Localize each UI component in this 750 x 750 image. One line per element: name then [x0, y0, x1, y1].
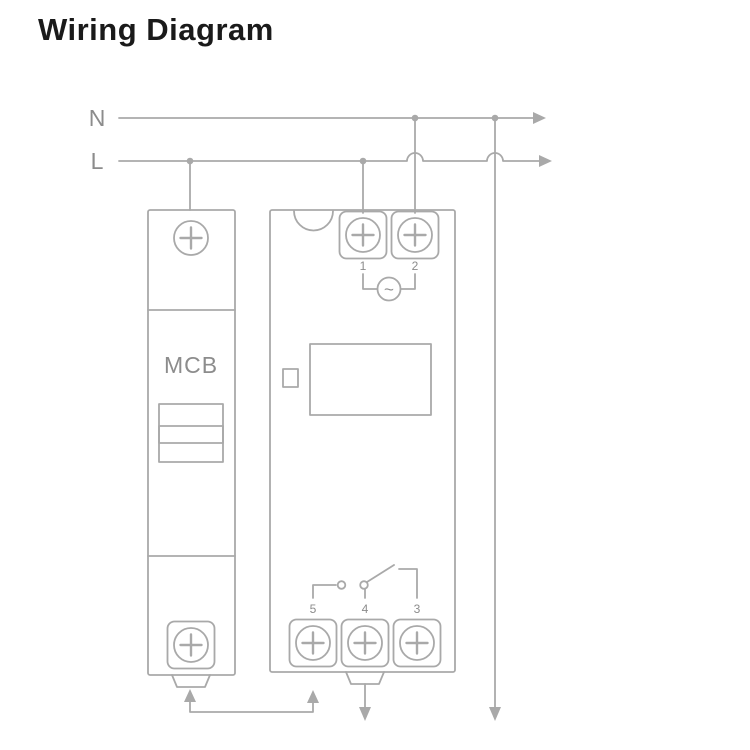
breaker-label: MCB: [164, 352, 218, 378]
relay-contact-icon: [336, 580, 347, 590]
breaker-bottom-terminal-screw-icon: [172, 626, 210, 664]
terminal-5-screw-icon: [294, 624, 332, 662]
ac-bracket-left: [362, 273, 378, 290]
neutral-branch-arrowhead-icon: [489, 707, 501, 721]
junction-dot: [359, 157, 367, 165]
live-line: [118, 152, 541, 162]
ac-symbol-circle: [376, 276, 402, 302]
terminal-3-screw-icon: [398, 624, 436, 662]
terminal-1-screw-icon: [344, 216, 382, 254]
terminal-4-label: 4: [362, 602, 369, 616]
junction-dot: [186, 157, 194, 165]
breaker-switch: [158, 403, 224, 463]
terminal-2-label: 2: [412, 259, 419, 273]
ac-bracket-right: [400, 273, 416, 290]
ac-symbol-label: ~: [384, 280, 394, 299]
terminal-1-label: 1: [360, 259, 367, 273]
live-label: L: [91, 148, 104, 174]
live-arrowhead-icon: [539, 155, 552, 167]
relay-lead-5: [312, 584, 337, 599]
timer-bottom-notch: [345, 671, 385, 685]
breaker: MCB: [147, 209, 236, 688]
terminal-4-screw-icon: [346, 624, 384, 662]
neutral-label: N: [89, 105, 106, 131]
relay-lead-3: [398, 568, 418, 599]
timer-top-notch: [293, 210, 334, 232]
neutral-arrowhead-icon: [533, 112, 546, 124]
breaker-body: [147, 209, 236, 676]
timer-display: [309, 343, 432, 416]
junction-dot: [491, 114, 499, 122]
terminal-5-label: 5: [310, 602, 317, 616]
page-title: Wiring Diagram: [38, 12, 274, 47]
junction-dot: [411, 114, 419, 122]
timer: 1 2 ~ 5 4 3: [269, 209, 456, 685]
relay-pivot-icon: [359, 580, 369, 590]
breaker-switch-toggle: [158, 425, 224, 444]
timer-button: [282, 368, 299, 388]
load-output-arrowhead-icon: [359, 707, 371, 721]
terminal-3-label: 3: [414, 602, 421, 616]
terminal-5-feed-arrowhead-icon: [307, 690, 319, 703]
breaker-bottom-notch: [171, 674, 211, 688]
wire-breaker-to-terminal-5: [189, 700, 314, 713]
breaker-top-terminal-screw-icon: [172, 219, 210, 257]
breaker-feed-arrowhead-icon: [184, 689, 196, 702]
relay-blade: [366, 564, 395, 583]
terminal-2-screw-icon: [396, 216, 434, 254]
timer-body: [269, 209, 456, 673]
